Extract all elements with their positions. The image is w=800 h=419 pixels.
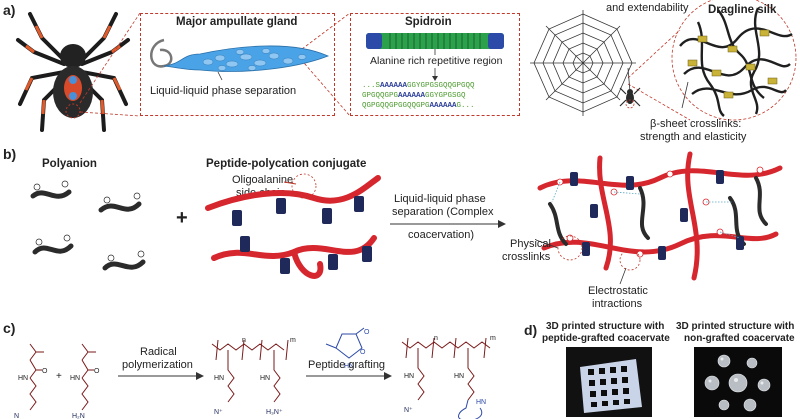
svg-text:O: O [94, 368, 100, 375]
seq-3-a: QGPGQQGPGGQQGPG [362, 102, 430, 110]
nca-monomer-structure: O HN O [325, 327, 370, 370]
svg-text:HN: HN [18, 375, 28, 382]
spidroin-box [350, 13, 520, 116]
svg-text:HN: HN [260, 375, 270, 382]
beta-caption-2: strength and elasticity [640, 131, 747, 143]
polyanion-chains [30, 180, 146, 271]
spider-web-illustration [530, 10, 641, 116]
beta-caption-1: β-sheet crosslinks: [650, 118, 742, 130]
svg-text:HN: HN [404, 373, 414, 380]
panel-label-c: c) [3, 320, 16, 336]
seq-2-a: GPGQQGPG [362, 92, 399, 100]
photo-non-grafted [694, 347, 782, 417]
right-photo-title-1: 3D printed structure with [676, 321, 795, 332]
oligo-label-1: Oligoalanine [232, 174, 294, 186]
left-photo-title-1: 3D printed structure with [546, 321, 665, 332]
right-photo-title-2: non-grafted coacervate [684, 333, 795, 344]
svg-text:O: O [364, 329, 370, 336]
svg-text:H₃N⁺: H₃N⁺ [266, 409, 283, 416]
peptide-polycation-conjugate [205, 173, 381, 279]
svg-text:m: m [290, 337, 296, 344]
seq-1-b: AAAAAA [380, 82, 408, 90]
gland-caption: Liquid-liquid phase separation [150, 85, 297, 97]
svg-text:HN: HN [476, 399, 486, 406]
seq-3-b: AAAAAA [429, 102, 457, 110]
physical-label-1: Physical [510, 238, 551, 250]
polymerization-arrow [118, 372, 204, 380]
complex-coacervate-network [535, 151, 783, 285]
panel-label-b: b) [3, 146, 17, 162]
llps-label-1: Liquid-liquid phase [394, 193, 486, 205]
radical-label-2: polymerization [122, 359, 193, 371]
droplets-image [694, 347, 782, 417]
svg-text:HN: HN [344, 363, 354, 370]
web-caption: and extendability [606, 2, 689, 14]
electro-label-2: intractions [592, 298, 643, 310]
plus-sign-c: + [56, 371, 62, 382]
svg-text:O: O [42, 368, 48, 375]
llps-arrow [390, 220, 506, 228]
dragline-title: Dragline silk [708, 4, 777, 16]
spidroin-title: Spidroin [405, 16, 452, 28]
copolymer-structure: n m HN HN N⁺ H₃N⁺ [211, 337, 296, 416]
llps-label-2: separation (Complex [392, 206, 494, 218]
svg-text:m: m [490, 335, 496, 342]
svg-text:N⁺: N⁺ [404, 407, 413, 414]
electro-label-1: Electrostatic [588, 285, 648, 297]
physical-label-2: crosslinks [502, 251, 551, 263]
seq-1-c: GGYGPGSGQQGPGQQ [407, 82, 475, 90]
spidroin-barrel [366, 33, 504, 55]
sequence-line-2: GPGQQGPGAAAAAAGGYGPGSGQ [362, 91, 466, 101]
gland-illustration [150, 38, 330, 81]
panel-label-d: d) [524, 322, 538, 338]
sequence-arrow [432, 68, 438, 81]
left-photo-title-2: peptide-grafted coacervate [542, 333, 670, 344]
dragline-silk-illustration [671, 0, 797, 121]
grafting-label: Peptide grafting [308, 359, 386, 371]
spider-illustration [16, 12, 130, 132]
seq-3-c: G... [456, 102, 475, 110]
svg-text:n: n [242, 337, 246, 344]
llps-label-3: coacervation) [408, 229, 475, 241]
gland-title: Major ampullate gland [176, 16, 298, 28]
svg-text:HN: HN [70, 375, 80, 382]
grafting-arrow [306, 372, 392, 380]
gland-box [140, 13, 335, 116]
polyanion-title: Polyanion [42, 158, 97, 170]
svg-text:N: N [14, 413, 19, 419]
printed-grid-image [566, 347, 652, 417]
photo-peptide-grafted [566, 347, 652, 417]
seq-2-b: AAAAAA [398, 92, 426, 100]
conjugate-title: Peptide-polycation conjugate [206, 158, 367, 170]
panel-label-a: a) [3, 2, 16, 18]
radical-label-1: Radical [140, 346, 177, 358]
sequence-line-1: ...SAAAAAAGGYGPGSGQQGPGQQ [362, 81, 475, 91]
svg-text:H₂N: H₂N [72, 413, 85, 419]
svg-text:n: n [434, 335, 438, 342]
grafted-polymer-structure: n m HN HN N⁺ HN [401, 335, 496, 419]
plus-sign-b: + [176, 207, 188, 229]
seq-2-c: GGYGPGSGQ [425, 92, 466, 100]
svg-text:O: O [360, 349, 366, 356]
svg-text:HN: HN [214, 375, 224, 382]
svg-text:N⁺: N⁺ [214, 409, 223, 416]
beta-sheet-pointer [681, 81, 689, 109]
svg-text:HN: HN [454, 373, 464, 380]
sequence-line-3: QGPGQQGPGGQQGPGAAAAAAG... [362, 101, 475, 111]
seq-1-a: ...S [362, 82, 381, 90]
monomer-structures: HN HN O O N H₂N [14, 343, 100, 419]
spidroin-caption: Alanine rich repetitive region [370, 55, 503, 67]
